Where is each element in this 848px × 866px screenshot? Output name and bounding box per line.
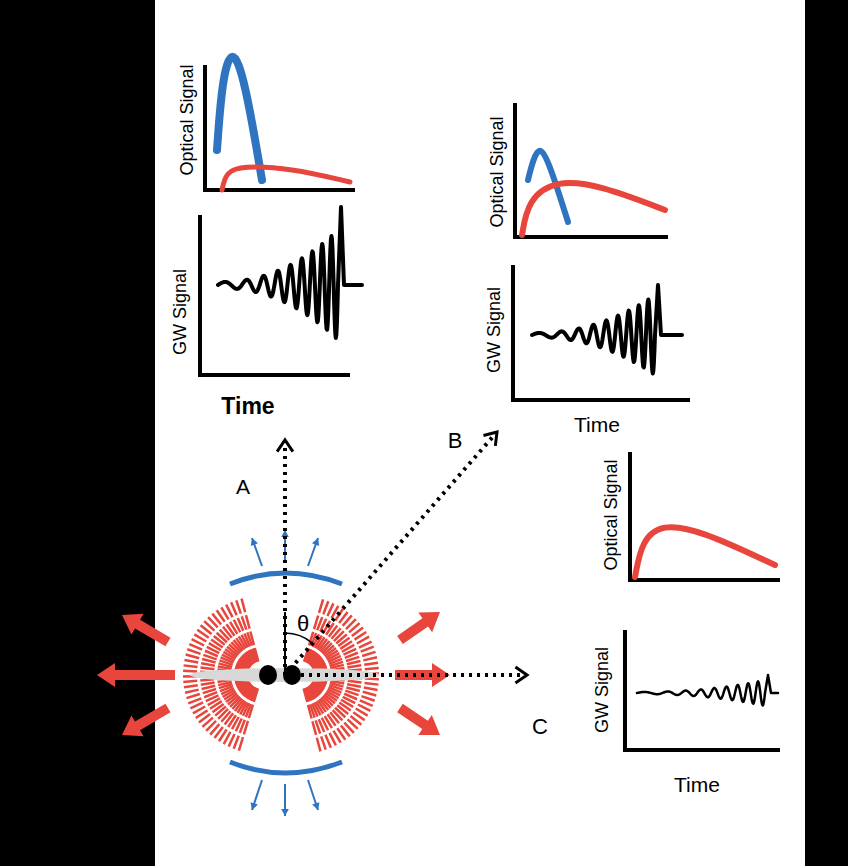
- ejecta-stroke: [233, 688, 257, 750]
- gw-waveform: [637, 675, 778, 706]
- compact-object: [259, 665, 277, 685]
- text-label: C: [532, 716, 548, 738]
- merger-illustration: [97, 432, 527, 816]
- gw-waveform: [218, 207, 362, 338]
- ejecta-arrow: [122, 614, 171, 647]
- text-label: Time: [574, 414, 620, 435]
- axis-label: Optical Signal: [602, 459, 620, 570]
- white-panel: [155, 0, 805, 866]
- polar-ejecta: [230, 762, 342, 773]
- plot-axes: [200, 65, 780, 750]
- axis-label: GW Signal: [485, 287, 503, 373]
- axis-label: Optical Signal: [178, 64, 196, 175]
- ejecta-arrow: [97, 663, 175, 687]
- red-light-curve: [522, 183, 665, 235]
- line-of-sight: [285, 432, 497, 675]
- ejecta-stroke: [239, 688, 258, 751]
- axis-label: GW Signal: [171, 269, 189, 355]
- blue-light-curve: [217, 57, 262, 180]
- text-label: θ: [297, 613, 309, 635]
- ejecta-arrow: [397, 612, 440, 644]
- arrow-head: [251, 802, 258, 810]
- text-label: A: [236, 476, 250, 497]
- line-of-sight: [285, 673, 527, 677]
- arrow-head: [281, 809, 289, 816]
- reference-axis: [284, 612, 286, 675]
- gw-waveform: [532, 285, 682, 373]
- line-of-sight: [283, 440, 287, 675]
- arrow-head: [251, 538, 258, 546]
- arrow-head: [312, 538, 319, 546]
- text-label: B: [448, 430, 463, 452]
- red-light-curve: [222, 167, 350, 190]
- arrow-head: [515, 667, 527, 683]
- text-label: Time: [674, 774, 720, 795]
- arrow-head: [281, 530, 289, 537]
- ejecta-arrow: [122, 704, 171, 737]
- signal-curves: [217, 57, 778, 706]
- text-label: Time: [221, 395, 274, 418]
- axis-label: Optical Signal: [488, 116, 506, 227]
- arrow-head: [312, 802, 319, 810]
- ejecta-arrow: [397, 704, 440, 735]
- red-light-curve: [635, 527, 775, 577]
- arrow-head: [277, 440, 293, 452]
- arrow-head: [483, 432, 497, 446]
- axis-label: GW Signal: [593, 647, 611, 733]
